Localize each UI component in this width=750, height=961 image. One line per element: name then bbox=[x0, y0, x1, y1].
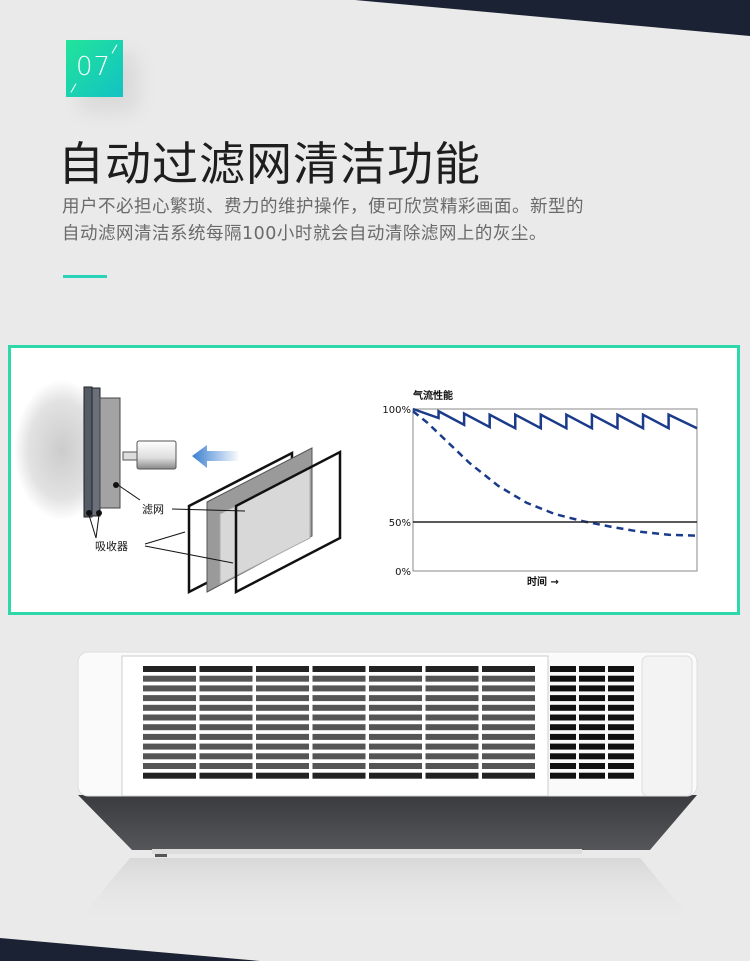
side-vent-grille bbox=[550, 666, 634, 779]
filter-label: 滤网 bbox=[142, 503, 164, 516]
description-line-2: 自动滤网清洁系统每隔100小时就会自动清除滤网上的灰尘。 bbox=[62, 224, 547, 244]
chart-plot-area bbox=[412, 408, 698, 572]
airflow-arrow-icon bbox=[192, 445, 240, 468]
absorber-label: 吸收器 bbox=[95, 539, 128, 553]
motor-icon bbox=[136, 440, 177, 470]
filter-plate bbox=[99, 397, 121, 509]
y-tick-label: 100% bbox=[382, 405, 411, 416]
section-number-badge: 07 bbox=[66, 40, 123, 97]
series-line-0 bbox=[412, 407, 698, 431]
page-title: 自动过滤网清洁功能 bbox=[58, 137, 481, 191]
chart-title: 气流性能 bbox=[412, 389, 453, 402]
top-dark-band bbox=[355, 0, 750, 36]
description: 用户不必担心繁琐、费力的维护操作，便可欣赏精彩画面。新型的 自动滤网清洁系统每隔… bbox=[62, 194, 712, 248]
projector-base bbox=[78, 795, 697, 850]
illustration-panel bbox=[8, 345, 740, 615]
main-vent-grille bbox=[143, 666, 535, 779]
y-tick-label: 0% bbox=[395, 567, 411, 578]
series-line-1 bbox=[412, 410, 698, 537]
x-axis-label: 时间 → bbox=[527, 575, 559, 588]
section-number: 07 bbox=[76, 52, 112, 82]
bottom-dark-band bbox=[0, 938, 260, 961]
filter-assembly bbox=[187, 447, 342, 595]
description-line-1: 用户不必担心繁琐、费力的维护操作，便可欣赏精彩画面。新型的 bbox=[62, 197, 584, 217]
y-tick-label: 50% bbox=[389, 518, 411, 529]
accent-divider bbox=[63, 275, 107, 278]
